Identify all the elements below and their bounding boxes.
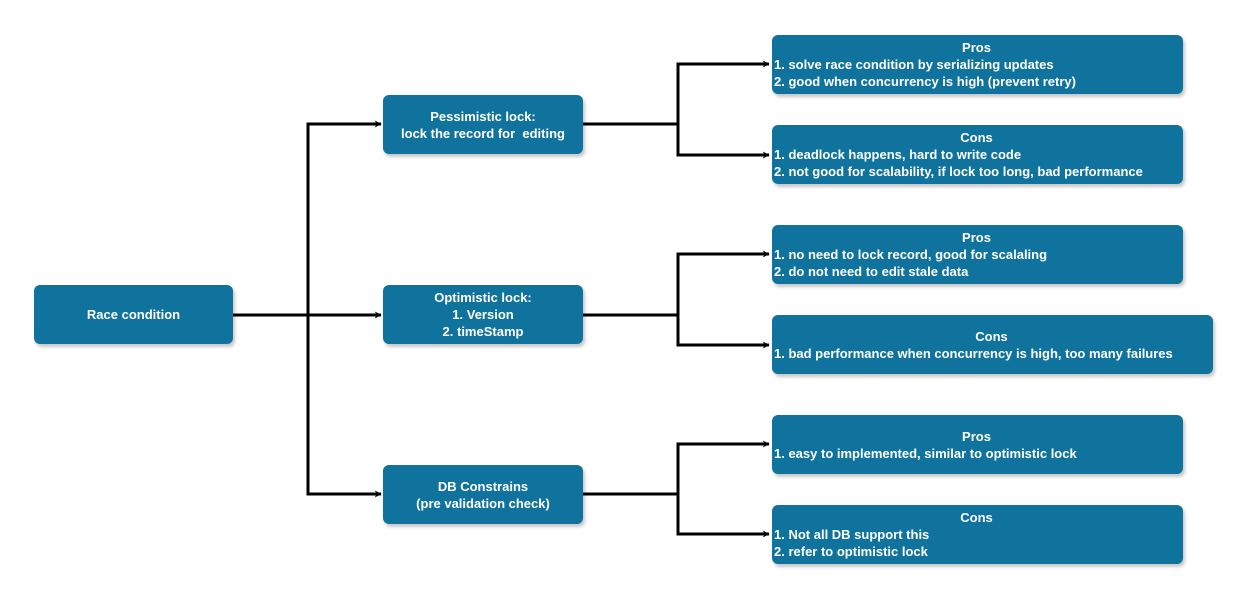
optimistic-pros-item-2: 2. do not need to edit stale data (774, 264, 969, 279)
connector-db-constraints-pros (583, 440, 770, 496)
root-node[interactable]: Race condition (34, 285, 233, 344)
optimistic-cons-item-1: 1. bad performance when concurrency is h… (774, 345, 1173, 361)
pessimistic-cons-node[interactable]: Cons 1. deadlock happens, hard to write … (772, 125, 1183, 184)
connector-optimistic-cons (583, 313, 770, 349)
pessimistic-pros-title: Pros (962, 40, 991, 55)
optimistic-pros-title: Pros (962, 230, 991, 245)
optimistic-cons-node[interactable]: Cons 1. bad performance when concurrency… (772, 315, 1213, 374)
db-constraints-cons-node[interactable]: Cons 1. Not all DB support this 2. refer… (772, 505, 1183, 564)
db-constraints-pros-node[interactable]: Pros 1. easy to implemented, similar to … (772, 415, 1183, 474)
pessimistic-pros-node[interactable]: Pros 1. solve race condition by serializ… (772, 35, 1183, 94)
pessimistic-cons-item-2: 2. not good for scalability, if lock too… (774, 164, 1143, 179)
connector-pessimistic-cons (583, 122, 770, 159)
pessimistic-lock-line-1: Pessimistic lock: (430, 108, 536, 124)
optimistic-lock-line-1: Optimistic lock: (434, 290, 532, 305)
pessimistic-pros-item-1: 1. solve race condition by serializing u… (774, 57, 1054, 72)
pessimistic-lock-line-2: lock the record for editing (401, 125, 565, 141)
connector-db-constraints-cons (583, 492, 770, 538)
optimistic-lock-node[interactable]: Optimistic lock: 1. Version 2. timeStamp (383, 285, 583, 344)
pessimistic-cons-title: Cons (960, 130, 993, 145)
db-constraints-line-1: DB Constrains (437, 478, 529, 494)
connector-pessimistic-pros (583, 60, 770, 126)
db-constraints-node[interactable]: DB Constrains (pre validation check) (383, 465, 583, 524)
pessimistic-pros-item-2: 2. good when concurrency is high (preven… (774, 74, 1076, 89)
db-constraints-pros-item-1: 1. easy to implemented, similar to optim… (774, 445, 1077, 461)
db-constraints-pros-title: Pros (962, 428, 991, 444)
db-constraints-line-2: (pre validation check) (416, 495, 550, 511)
db-constraints-cons-title: Cons (960, 510, 993, 525)
optimistic-lock-line-3: 2. timeStamp (442, 324, 524, 339)
optimistic-lock-line-2: 1. Version (452, 307, 514, 322)
connector-root-pessimistic (233, 120, 382, 317)
pessimistic-cons-item-1: 1. deadlock happens, hard to write code (774, 147, 1022, 162)
db-constraints-cons-item-2: 2. refer to optimistic lock (774, 544, 928, 559)
connector-root-db-constraints (233, 313, 382, 498)
pessimistic-lock-node[interactable]: Pessimistic lock: lock the record for ed… (383, 95, 583, 154)
optimistic-cons-title: Cons (975, 328, 1008, 344)
connector-optimistic-pros (583, 250, 770, 317)
optimistic-pros-item-1: 1. no need to lock record, good for scal… (774, 247, 1048, 262)
db-constraints-cons-item-1: 1. Not all DB support this (774, 527, 930, 542)
optimistic-pros-node[interactable]: Pros 1. no need to lock record, good for… (772, 225, 1183, 284)
root-label: Race condition (86, 307, 181, 322)
